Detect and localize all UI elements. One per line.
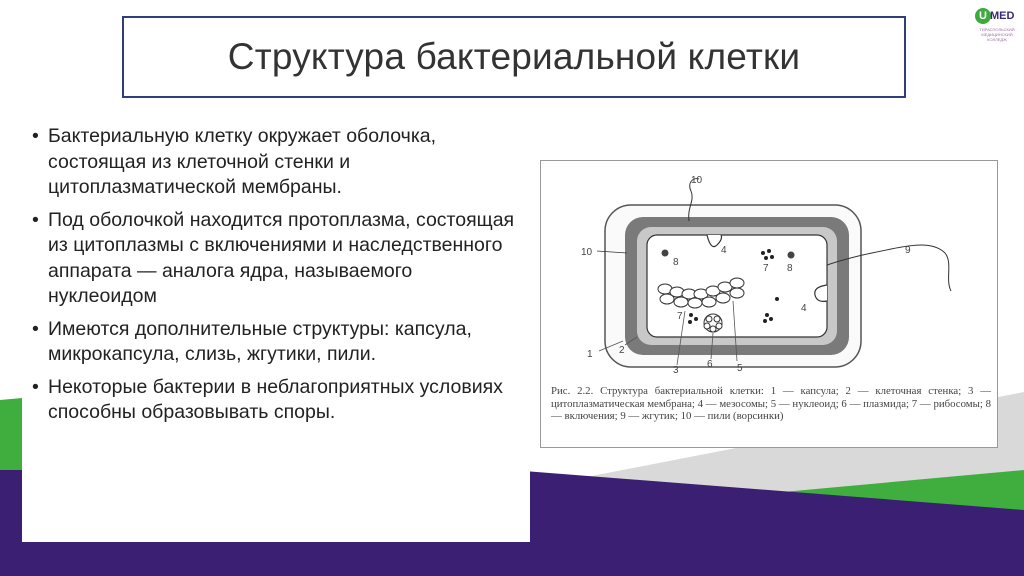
plasmid [703,313,723,333]
label-7-top: 7 [763,263,769,274]
label-10-left: 10 [581,247,593,258]
label-4-top: 4 [721,245,727,256]
bullet-item: • Некоторые бактерии в неблагоприятных ус… [32,375,524,426]
figure-caption: Рис. 2.2. Структура бактериальной клетки… [551,385,991,422]
content-panel: • Бактериальную клетку окружает оболочка,… [22,118,530,542]
logo-tagline: ТИРАСПОЛЬСКИЙ МЕДИЦИНСКИЙ КОЛЛЕДЖ [979,27,1015,42]
mesosome-right [814,284,828,302]
logo: U MED ТИРАСПОЛЬСКИЙ МЕДИЦИНСКИЙ КОЛЛЕДЖ [975,8,1021,48]
bullet-text: Некоторые бактерии в неблагоприятных усл… [48,375,503,424]
bullet-marker: • [32,125,39,147]
flagellum [826,244,952,292]
logo-mark: U [975,8,991,24]
bullet-item: • Под оболочкой находится протоплазма, с… [32,208,524,310]
bullet-text: Имеются дополнительные структуры: капсул… [48,317,472,366]
green-band-left [0,398,22,470]
bullet-item: • Имеются дополнительные структуры: капсу… [32,317,524,368]
nucleoid [657,277,745,309]
ribosomes [688,249,779,324]
label-6: 6 [707,359,713,370]
bullet-marker: • [32,208,39,231]
pili-left [596,250,628,254]
logo-word: MED [990,10,1015,22]
pili-top [688,178,700,222]
bullet-text: Бактериальную клетку окружает оболочка, … [48,125,437,198]
label-9: 9 [905,245,911,256]
label-2: 2 [619,345,625,356]
label-10-top: 10 [691,175,703,186]
bullet-item: • Бактериальную клетку окружает оболочка,… [32,124,524,201]
pointer-2 [624,336,638,346]
bacterial-cell-figure: 10 10 9 4 4 8 8 7 7 1 2 3 6 5 Рис. 2.2. … [540,160,998,448]
page-title: Структура бактериальной клетки [227,36,801,77]
pointer-6 [710,332,714,360]
bullet-marker: • [32,317,39,340]
label-4-right: 4 [801,303,807,314]
label-8-right: 8 [787,263,793,274]
inclusions [661,249,795,259]
label-5: 5 [737,363,743,374]
bullet-text: Под оболочкой находится протоплазма, сос… [48,208,515,308]
label-1: 1 [587,349,593,360]
bullet-list: • Бактериальную клетку окружает оболочка,… [32,124,524,433]
label-3: 3 [673,365,679,376]
pointer-1 [598,340,624,352]
pointer-5 [732,300,738,362]
mesosome-top [706,234,723,248]
pointer-3 [676,310,686,366]
bullet-marker: • [32,375,39,398]
label-8-left: 8 [673,257,679,268]
bacterial-cell-diagram [596,178,952,368]
label-7-left: 7 [677,311,683,322]
title-box: Структура бактериальной клетки [122,16,906,98]
